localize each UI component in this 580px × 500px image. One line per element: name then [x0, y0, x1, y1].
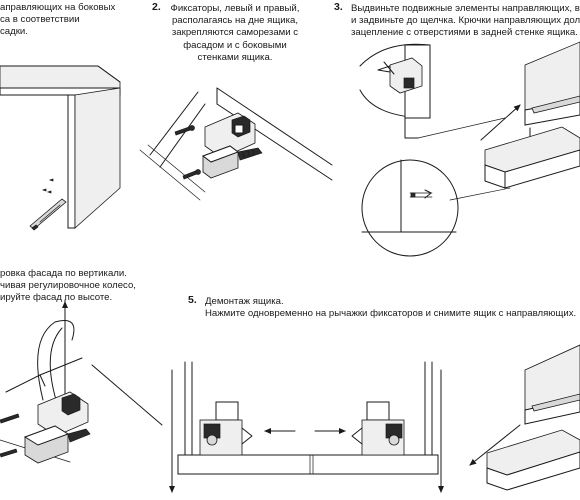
step2-number: 2.: [152, 1, 161, 13]
step4-line-1: ровка фасада по вертикали.: [0, 268, 127, 279]
step1-cabinet-illustration: [0, 65, 121, 231]
step3-number: 3.: [334, 1, 343, 13]
step1-line-3: садки.: [0, 26, 28, 37]
step4-line-2: чивая регулировочное колесо,: [0, 280, 136, 291]
step2-line-5: стенками ящика.: [197, 51, 273, 63]
step5-line-1: Демонтаж ящика.: [205, 296, 284, 307]
step2-line-4: фасадом и с боковыми: [183, 39, 287, 51]
step3-line-3: зацепление с отверстиями в задней стенке…: [351, 27, 578, 38]
step5-line-2: Нажмите одновременно на рычажки фиксатор…: [205, 308, 577, 319]
step2-line-1: Фиксаторы, левый и правый,: [170, 3, 300, 14]
step3-line-2: и задвиньте до щелчка. Крючки направляющ…: [351, 15, 580, 26]
step5-number: 5.: [188, 294, 197, 306]
step2-line-3: закрепляются саморезами с: [171, 27, 299, 39]
step3-line-1: Выдвиньте подвижные элементы направляющи…: [351, 3, 580, 14]
step4-adjust-illustration: [0, 299, 163, 464]
step1-line-2: са в соответствии: [0, 14, 80, 25]
step1-line-1: аправляющих на боковых: [0, 2, 116, 13]
step2-line-2: располагаясь на дне ящика,: [171, 15, 299, 27]
step2-latch-illustration: [139, 87, 333, 201]
step3-insertion-illustration: [359, 41, 580, 257]
step5-removal-illustration: [169, 344, 580, 493]
step4-line-3: ируйте фасад по высоте.: [0, 292, 113, 303]
